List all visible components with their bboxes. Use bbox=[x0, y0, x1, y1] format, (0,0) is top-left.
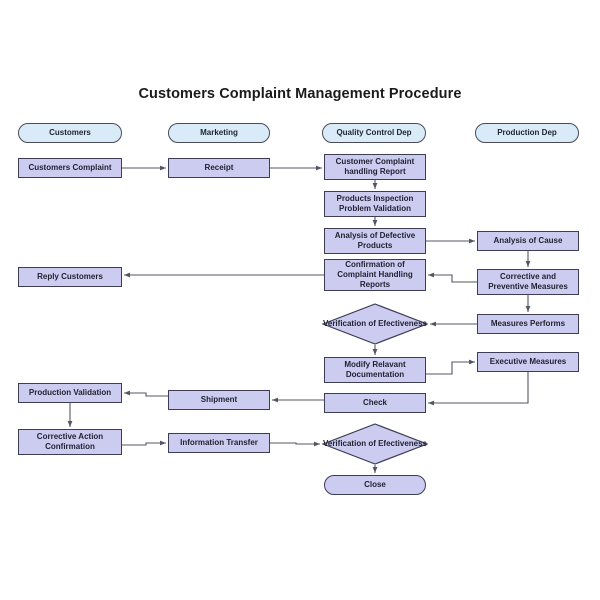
node-customers-complaint[interactable]: Customers Complaint bbox=[18, 158, 122, 178]
node-customer-complaint-handling-report[interactable]: Customer Complaint handling Report bbox=[324, 154, 426, 180]
node-shipment[interactable]: Shipment bbox=[168, 390, 270, 410]
edge-corrective-to-confirmation bbox=[428, 272, 477, 283]
node-verification-of-effectiveness-1[interactable]: Verification of Efectiveness bbox=[322, 303, 428, 345]
node-label: Verification of Efectiveness bbox=[322, 438, 428, 448]
edge-modify-to-executive bbox=[426, 359, 475, 375]
node-receipt[interactable]: Receipt bbox=[168, 158, 270, 178]
node-executive-measures[interactable]: Executive Measures bbox=[477, 352, 579, 372]
edge-shipment-to-production-validation bbox=[124, 390, 168, 397]
node-information-transfer[interactable]: Information Transfer bbox=[168, 433, 270, 453]
node-analysis-of-defective-products[interactable]: Analysis of Defective Products bbox=[324, 228, 426, 254]
node-confirmation-of-complaint-handling-reports[interactable]: Confirmation of Complaint Handling Repor… bbox=[324, 259, 426, 291]
node-production-validation[interactable]: Production Validation bbox=[18, 383, 122, 403]
node-reply-customers[interactable]: Reply Customers bbox=[18, 267, 122, 287]
lane-header-customers[interactable]: Customers bbox=[18, 123, 122, 143]
node-corrective-and-preventive-measures[interactable]: Corrective and Preventive Measures bbox=[477, 269, 579, 295]
edge-corrective-action-to-info-transfer bbox=[122, 440, 166, 446]
edge-info-transfer-to-verification2 bbox=[270, 441, 320, 447]
node-products-inspection-problem-validation[interactable]: Products Inspection Problem Validation bbox=[324, 191, 426, 217]
lane-header-production-dep[interactable]: Production Dep bbox=[475, 123, 579, 143]
page-title: Customers Complaint Management Procedure bbox=[138, 86, 462, 102]
node-modify-relavant-documentation[interactable]: Modify Relavant Documentation bbox=[324, 357, 426, 383]
lane-header-quality-control-dep[interactable]: Quality Control Dep bbox=[322, 123, 426, 143]
node-label: Verification of Efectiveness bbox=[322, 318, 428, 328]
node-verification-of-effectiveness-2[interactable]: Verification of Efectiveness bbox=[322, 423, 428, 465]
node-analysis-of-cause[interactable]: Analysis of Cause bbox=[477, 231, 579, 251]
edge-executive-to-check bbox=[428, 372, 529, 406]
diamond-shape-icon bbox=[322, 303, 428, 345]
node-check[interactable]: Check bbox=[324, 393, 426, 413]
node-close[interactable]: Close bbox=[324, 475, 426, 495]
node-measures-performs[interactable]: Measures Performs bbox=[477, 314, 579, 334]
diamond-shape-icon bbox=[322, 423, 428, 465]
node-corrective-action-confirmation[interactable]: Corrective Action Confirmation bbox=[18, 429, 122, 455]
lane-header-marketing[interactable]: Marketing bbox=[168, 123, 270, 143]
